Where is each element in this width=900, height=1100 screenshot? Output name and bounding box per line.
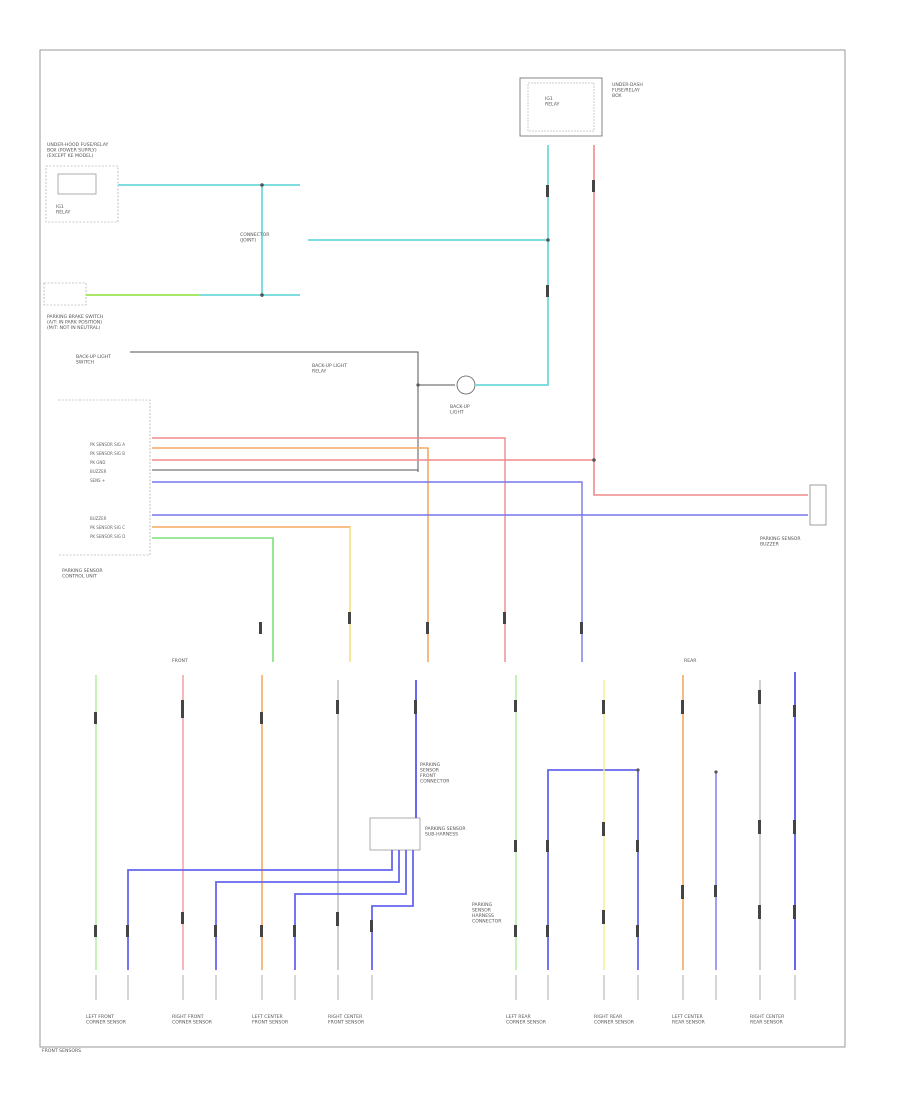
cu-pin-8: PK SENSOR SIG C [90, 525, 125, 530]
wire-orange-cu [152, 447, 429, 662]
wire-black-top [130, 351, 419, 472]
wire-blue-fan-1 [127, 850, 393, 970]
cu-pin-2: PK SENSOR SIG B [90, 451, 125, 456]
switch-label: PARKING BRAKE SWITCH(A/T: IN PARK POSITI… [47, 314, 103, 331]
wire-blue-r-bridge [547, 769, 639, 970]
sensor-pin-stubs [95, 975, 796, 1000]
wire-cyan-main [476, 145, 549, 386]
diagram-frame [39, 49, 846, 1048]
cu-pin-4: BUZZER [90, 469, 107, 474]
wire-blue-cu-1 [152, 481, 583, 662]
cu-pin-5: SENS + [90, 478, 105, 483]
splice-dots [260, 183, 718, 774]
back-up-lamp-icon [456, 375, 476, 395]
connector-marks [94, 180, 796, 937]
wire-blue-fan-3 [294, 850, 407, 970]
cu-pin-7: BUZZER [90, 516, 107, 521]
sub-harness-connector [369, 817, 421, 851]
cu-pin-3: PK GND [90, 460, 105, 465]
buzzer-connector [809, 484, 827, 526]
wire-red-main [593, 145, 808, 496]
cu-pin-1: PK SENSOR SIG A [90, 442, 125, 447]
wire-green-cu [152, 537, 274, 662]
wire-red-cu-1 [152, 437, 506, 662]
cu-pin-9: PK SENSOR SIG D [90, 534, 125, 539]
switch-box [43, 282, 87, 306]
rear-group-label: REAR [684, 658, 697, 664]
wire-orange-cu-2 [152, 526, 351, 662]
front-group-label: FRONT [172, 658, 188, 664]
joint-connector-label: CONNECTOR(JOINT) [240, 232, 270, 244]
wire-blue-fan-4 [371, 850, 414, 970]
footer-label: FRONT SENSORS [42, 1048, 81, 1054]
